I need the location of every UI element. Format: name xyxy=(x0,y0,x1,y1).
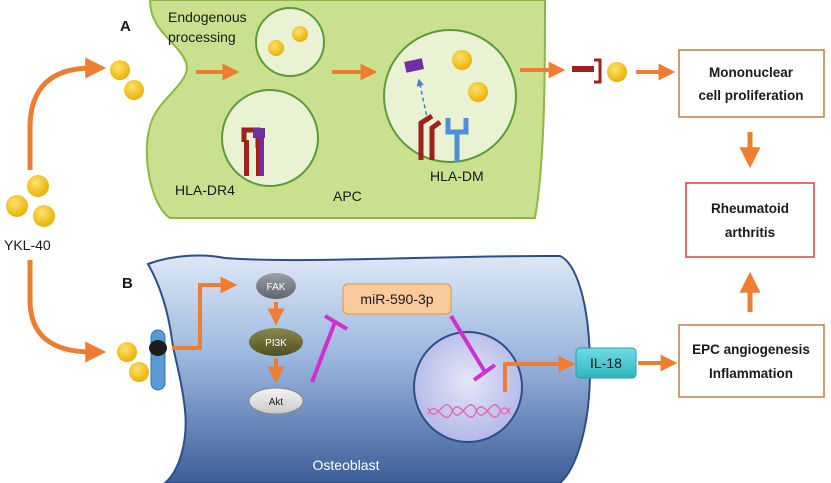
ykl40-particle xyxy=(124,80,144,100)
receptor-to-fak-arrow xyxy=(172,276,238,350)
fak-label: FAK xyxy=(267,282,286,293)
ykl40-to-osteoblast-arrow xyxy=(27,260,107,363)
ykl40-particle xyxy=(33,205,55,227)
to-il18-arrow xyxy=(503,355,576,392)
ykl40-particle xyxy=(27,175,49,197)
ra-box xyxy=(685,182,815,258)
mrna-strand xyxy=(427,406,511,419)
ra-label: Rheumatoid xyxy=(711,201,789,216)
peptide-fragment xyxy=(404,58,425,73)
osteoblast-label: Osteoblast xyxy=(313,457,380,473)
pi3k-node xyxy=(249,328,303,356)
pi3k-label: PI3K xyxy=(265,338,287,349)
mononuclear-box xyxy=(678,49,825,118)
ykl40-particle xyxy=(268,40,284,56)
ykl40-label: YKL-40 xyxy=(4,237,51,253)
ykl40-particle xyxy=(129,362,149,382)
endogenous-label: Endogenous xyxy=(168,9,247,25)
apc-label: APC xyxy=(333,188,362,204)
panel-a-label: A xyxy=(120,18,131,35)
epc-label: EPC angiogenesis xyxy=(692,342,810,357)
ykl40-particle xyxy=(468,82,488,102)
mrna-strand xyxy=(427,404,511,416)
mhc-compartment-circle xyxy=(221,89,319,187)
ykl40-particle xyxy=(117,342,137,362)
il18-label: IL-18 xyxy=(590,355,622,371)
mirna-box xyxy=(342,283,452,315)
hla-dr4-receptor xyxy=(241,127,265,176)
il18-box xyxy=(575,347,637,379)
proliferation-label: cell proliferation xyxy=(698,88,803,103)
endosome-circle xyxy=(255,7,325,77)
ykl40-to-apc-arrow xyxy=(27,57,107,170)
akt-label: Akt xyxy=(269,397,284,408)
hla-dm-receptor xyxy=(445,118,469,162)
surface-presentation xyxy=(572,58,627,84)
fak-node xyxy=(256,273,296,299)
ykl40-particle xyxy=(6,195,28,217)
mirna-label: miR-590-3p xyxy=(360,291,433,307)
ykl40-particle xyxy=(110,60,130,80)
ykl40-particle xyxy=(292,26,308,42)
hla-dr4-label: HLA-DR4 xyxy=(175,182,235,198)
inflammation-label: Inflammation xyxy=(709,366,793,381)
ykl40-particle xyxy=(452,50,472,70)
hla-dm-label: HLA-DM xyxy=(430,168,484,184)
membrane-receptor xyxy=(149,329,167,391)
arthritis-label: arthritis xyxy=(725,225,775,240)
hla-dr-in-loading xyxy=(418,113,442,160)
mir-inhibits-target-line xyxy=(449,314,497,382)
epc-box xyxy=(678,324,825,398)
panel-b-label: B xyxy=(122,275,133,292)
processing-label: processing xyxy=(168,29,236,45)
akt-node xyxy=(248,387,304,415)
akt-inhibits-mir-line xyxy=(310,314,349,383)
mononuclear-label: Mononuclear xyxy=(709,65,794,80)
antigen-loading-circle xyxy=(383,29,517,163)
peptide-release-arrow xyxy=(416,78,429,123)
